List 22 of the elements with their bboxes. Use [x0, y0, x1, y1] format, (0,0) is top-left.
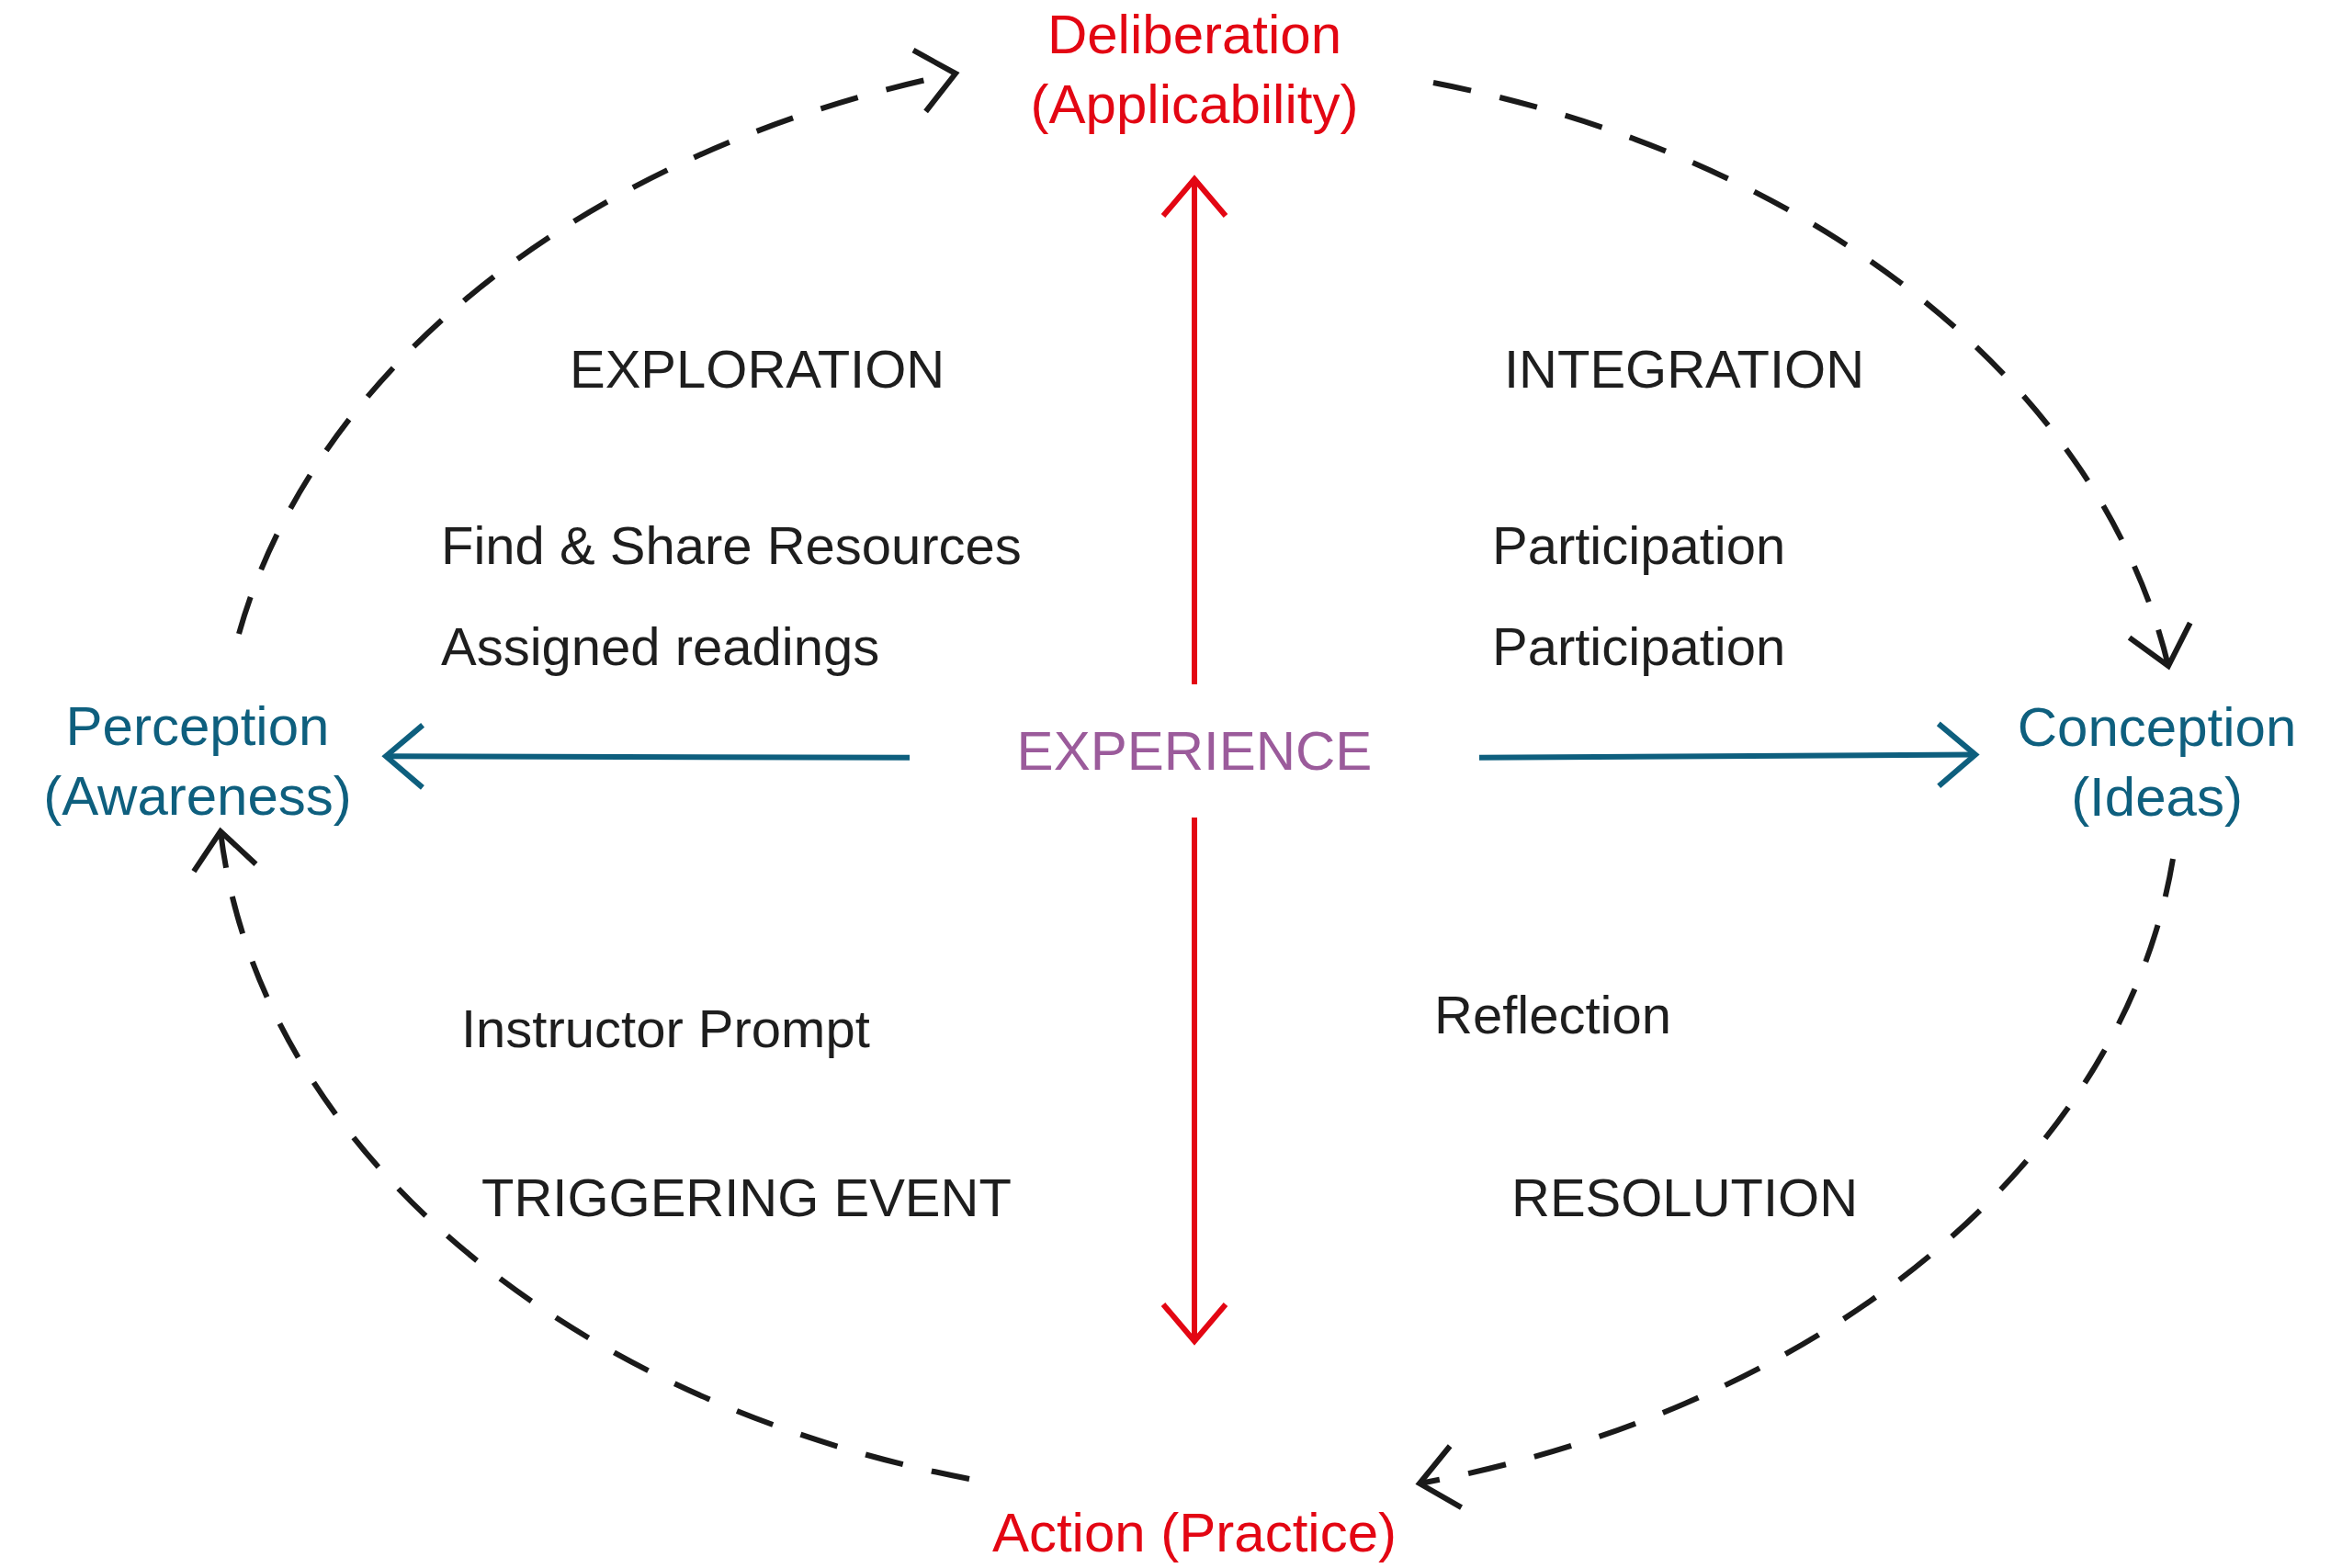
- activity-label: Reflection: [1434, 984, 1671, 1046]
- phase-heading: TRIGGERING EVENT: [481, 1167, 1012, 1229]
- activity-label: Instructor Prompt: [461, 998, 870, 1060]
- node-label: Deliberation (Applicability): [1029, 3, 1360, 137]
- arrow: [1160, 176, 1228, 684]
- arrow: [194, 829, 970, 1482]
- node-label: Action (Practice): [991, 1501, 1397, 1565]
- node-label: Perception (Awareness): [42, 694, 353, 829]
- activity-label: Assigned readings: [441, 615, 880, 678]
- node-label: Conception (Ideas): [2016, 695, 2298, 829]
- node-label: EXPERIENCE: [1016, 718, 1373, 784]
- phase-heading: EXPLORATION: [570, 338, 945, 400]
- phase-heading: INTEGRATION: [1504, 338, 1865, 400]
- activity-label: Participation: [1492, 514, 1786, 577]
- activity-label: Participation: [1492, 615, 1786, 678]
- phase-heading: RESOLUTION: [1511, 1167, 1859, 1229]
- arrow: [236, 49, 958, 636]
- arrow: [1417, 858, 2176, 1509]
- activity-label: Find & Share Resources: [441, 514, 1022, 577]
- arrow: [1160, 818, 1228, 1344]
- arrow: [383, 722, 910, 791]
- arrow: [1479, 720, 1978, 789]
